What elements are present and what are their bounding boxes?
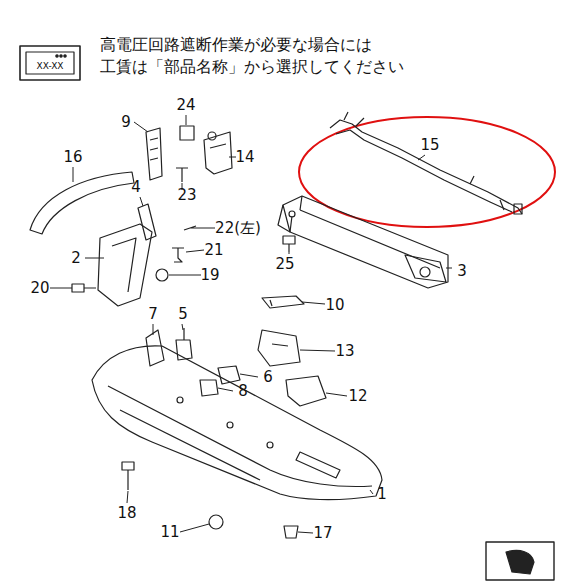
- callout-number: 9: [120, 114, 132, 131]
- callout-number: 24: [175, 97, 196, 114]
- clip: [172, 248, 184, 262]
- retainer-small: [138, 204, 156, 240]
- leader-lines: [50, 115, 452, 533]
- callout-number: 10: [324, 297, 345, 314]
- screw: [184, 226, 212, 230]
- callout-number: 4: [130, 179, 142, 196]
- bumper-reinforcement: [278, 196, 448, 288]
- callout-number: 15: [419, 137, 440, 154]
- screw: [176, 168, 188, 182]
- callout-number: 20: [29, 280, 50, 297]
- nut: [180, 126, 194, 140]
- side-bracket: [258, 330, 300, 366]
- callout-number: 14: [234, 149, 255, 166]
- callout-number: 11: [159, 524, 180, 541]
- bracket: [286, 376, 326, 406]
- callout-number: 16: [62, 149, 83, 166]
- wire-harness: [330, 112, 522, 214]
- bumper-cover: [92, 346, 382, 500]
- icon-text: XX-XX: [36, 62, 63, 72]
- callout-number: 25: [274, 256, 295, 273]
- callout-number: 5: [177, 306, 189, 323]
- bolt: [283, 236, 295, 252]
- callout-number: 6: [262, 369, 274, 386]
- side-bracket: [98, 224, 152, 306]
- callout-number: 3: [456, 263, 468, 280]
- mount-bracket: [204, 132, 232, 174]
- cover: [262, 296, 304, 308]
- callout-number: 13: [334, 343, 355, 360]
- callout-number: 12: [347, 388, 368, 405]
- bolt: [122, 462, 134, 490]
- clip: [208, 132, 216, 140]
- retainer: [146, 128, 162, 180]
- icon-frame: [486, 542, 554, 580]
- note-text: 工賃は「部品名称」から選択してください: [100, 58, 404, 76]
- clip: [284, 526, 298, 538]
- callout-number: 2: [70, 250, 82, 267]
- callout-number: 18: [116, 505, 137, 522]
- icon-frame: [20, 46, 80, 80]
- note-text: 高電圧回路遮断作業が必要な場合には: [100, 36, 372, 54]
- bracket: [146, 330, 164, 366]
- bolt: [72, 284, 96, 292]
- callout-number: 1: [376, 486, 388, 503]
- callout-number: 19: [199, 267, 220, 284]
- clip-icon: [506, 550, 534, 574]
- callout-number: 21: [203, 242, 224, 259]
- callout-number: 22(左): [214, 220, 262, 237]
- callout-number: 8: [237, 383, 249, 400]
- clip: [156, 269, 168, 281]
- callout-number: 7: [147, 306, 159, 323]
- arch-molding: [30, 172, 134, 234]
- cap: [209, 515, 223, 529]
- callout-number: 17: [312, 525, 333, 542]
- callout-number: 23: [176, 187, 197, 204]
- icon-inner: [26, 52, 74, 74]
- icon-dots: [56, 55, 66, 57]
- sensor: [200, 380, 218, 396]
